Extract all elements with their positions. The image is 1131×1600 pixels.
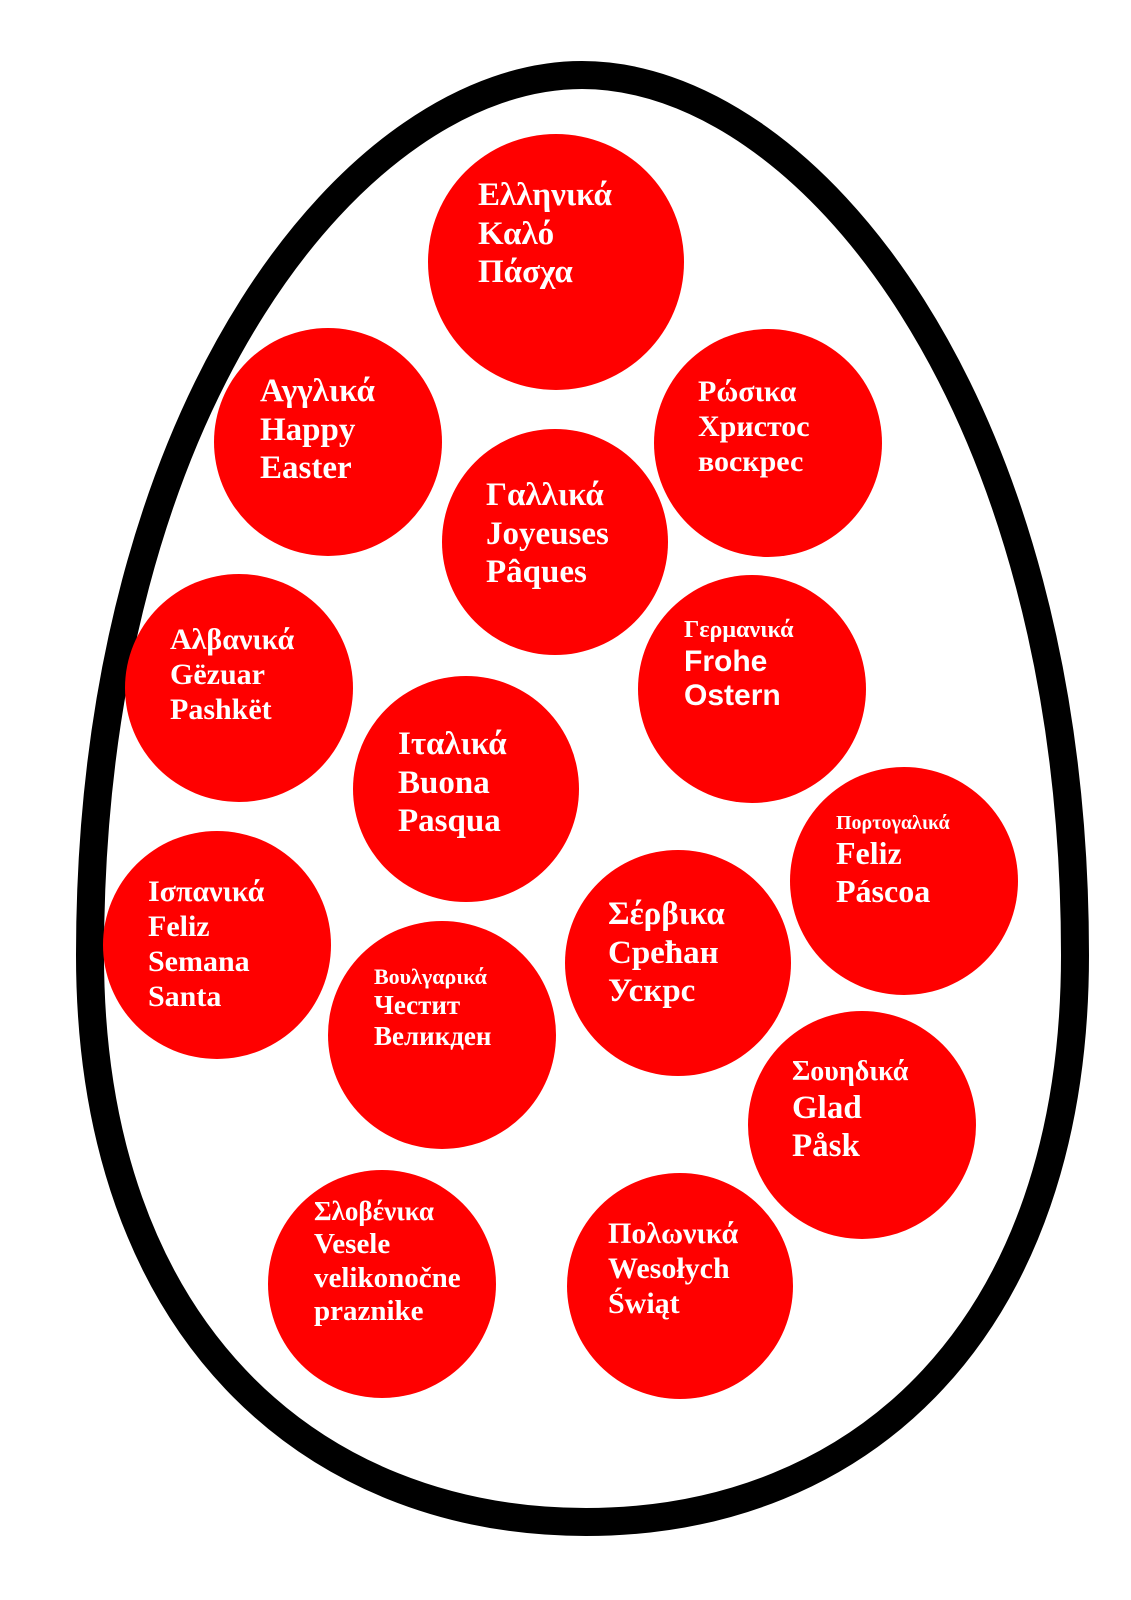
greeting-line: Честит xyxy=(374,989,461,1020)
greeting-line: Pashkët xyxy=(170,693,272,727)
greeting-line: Glad xyxy=(792,1089,862,1126)
greeting-line: Påsk xyxy=(792,1128,860,1165)
greeting-line: velikonočne xyxy=(314,1261,461,1294)
language-name: Σέρβικα xyxy=(608,896,725,932)
greeting-line: Срећан xyxy=(608,934,719,971)
greeting-line: Πάσχα xyxy=(478,254,573,291)
greeting-line: Buona xyxy=(398,764,490,801)
language-name: Γερμανικά xyxy=(684,617,794,643)
language-name: Σλοβένικα xyxy=(314,1196,434,1226)
language-name: Ρώσικα xyxy=(698,375,797,408)
greeting-line: Semana xyxy=(148,945,250,979)
greeting-line: Христос xyxy=(698,410,810,444)
greeting-line: Pâques xyxy=(486,554,587,591)
greeting-line: воскрес xyxy=(698,445,804,479)
language-name: Βουλγαρικά xyxy=(374,964,487,989)
greeting-line: Easter xyxy=(260,450,352,487)
language-name: Ελληνικά xyxy=(478,177,612,213)
language-name: Αλβανικά xyxy=(170,623,295,656)
greeting-line: Wesołych xyxy=(608,1252,730,1286)
greeting-line: Ускрс xyxy=(608,973,696,1010)
language-name: Ιταλικά xyxy=(398,726,507,762)
greeting-line: Feliz xyxy=(836,835,902,872)
greeting-line: praznike xyxy=(314,1295,424,1328)
language-name: Γαλλικά xyxy=(486,477,604,513)
language-name: Πολωνικά xyxy=(608,1217,739,1250)
greeting-line: Feliz xyxy=(148,910,210,944)
greeting-line: Páscoa xyxy=(836,872,931,909)
language-name: Πορτογαλικά xyxy=(836,812,950,834)
language-name: Ισπανικά xyxy=(148,875,265,908)
greeting-line: Joyeuses xyxy=(486,515,609,552)
greeting-line: Świąt xyxy=(608,1287,680,1321)
language-name: Σουηδικά xyxy=(792,1056,909,1087)
greeting-line: Vesele xyxy=(314,1227,391,1260)
language-name: Αγγλικά xyxy=(260,373,375,409)
greeting-line: Frohe xyxy=(684,644,768,678)
greeting-line: Καλό xyxy=(478,215,555,252)
greeting-line: Santa xyxy=(148,980,222,1014)
greeting-line: Pasqua xyxy=(398,803,501,840)
greeting-line: Gëzuar xyxy=(170,658,265,692)
greeting-line: Великден xyxy=(374,1021,492,1052)
greeting-line: Happy xyxy=(260,411,356,448)
greeting-line: Ostern xyxy=(684,679,781,713)
